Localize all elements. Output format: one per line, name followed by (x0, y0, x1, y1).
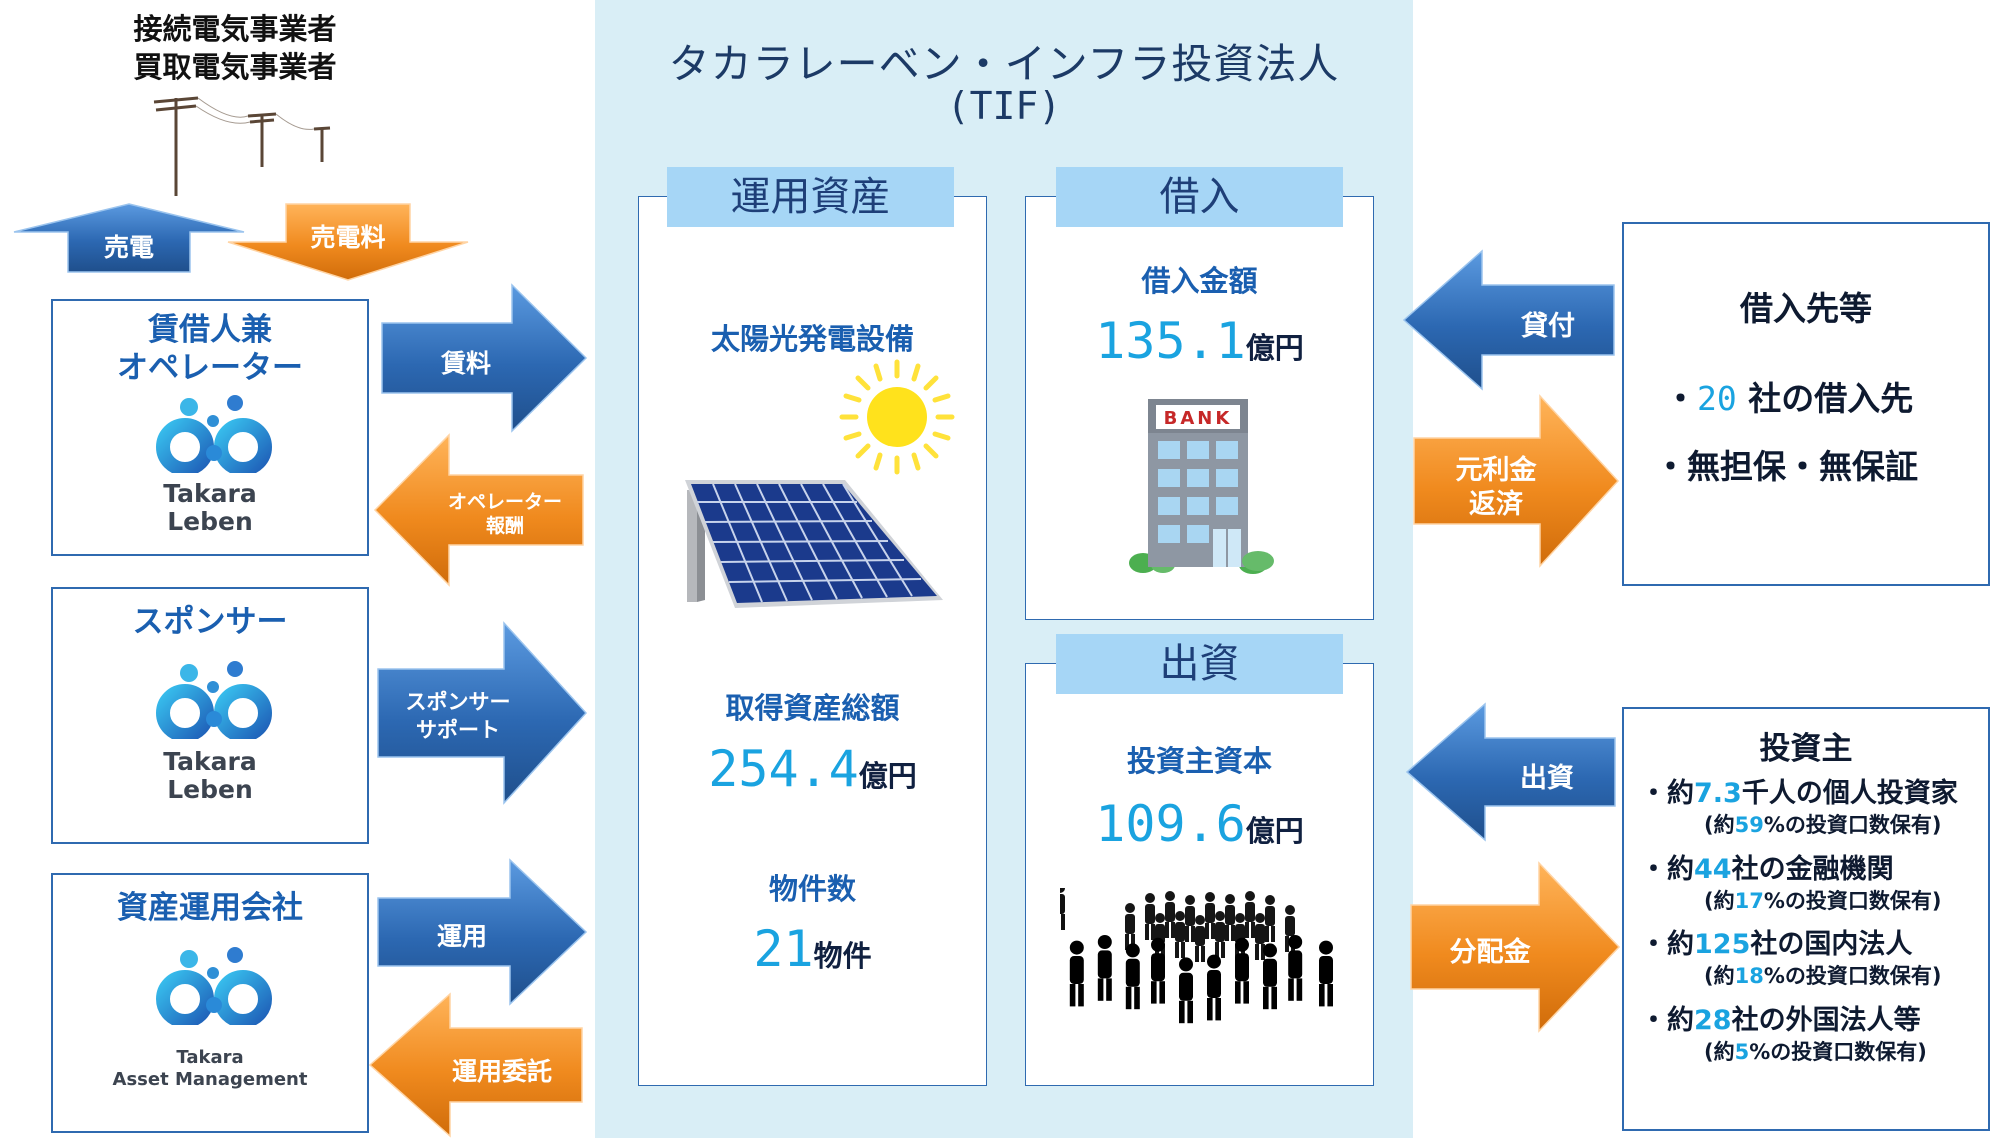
loan-label: 貸付 (1521, 311, 1575, 342)
lenders-line2: ・無担保・無保証 (1654, 447, 1918, 486)
utility-line2: 買取電気事業者 (133, 50, 337, 84)
investors-box: 投資主 ・約7.3千人の個人投資家 (約59%の投資口数保有) ・約44社の金融機関… (1622, 707, 1990, 1131)
sponsor-box: スポンサー Takara Leben (51, 587, 369, 844)
lenders-box: 借入先等 ・20 社の借入先 ・無担保・無保証 (1622, 222, 1990, 586)
bank-building-icon: BANK (1129, 399, 1274, 574)
investor-row: ・約44社の金融機関 (1640, 854, 1894, 885)
sponsor-title: スポンサー (132, 604, 288, 640)
repay-arrow (1413, 394, 1620, 568)
investor-row-share: (約5%の投資口数保有) (1704, 1040, 1927, 1064)
operator-fee-label-1: オペレーター (447, 491, 562, 513)
am-logo-line1: Takara (176, 1047, 244, 1068)
repay-label-1: 元利金 (1455, 455, 1537, 486)
takara-logo-icon (156, 947, 272, 1025)
sponsor-support-label-1: スポンサー (405, 690, 511, 714)
utility-line1: 接続電気事業者 (133, 12, 337, 46)
asset-manager-box: 資産運用会社 Takara Asset Management (51, 873, 369, 1133)
borrowing-amount-value: 135.1億円 (1095, 312, 1304, 370)
investor-row: ・約7.3千人の個人投資家 (1640, 778, 1958, 809)
lenders-line1: ・20 社の借入先 (1664, 379, 1914, 418)
investors-title: 投資主 (1759, 731, 1853, 767)
operator-fee-arrow (373, 433, 584, 587)
investor-row-share: (約59%の投資口数保有) (1704, 813, 1942, 837)
management-arrow (377, 858, 588, 1006)
bank-sign: BANK (1164, 408, 1233, 429)
solar-panel-icon (685, 480, 943, 608)
sell-fee-arrow (227, 203, 469, 281)
rent-arrow (381, 283, 588, 433)
sponsor-support-arrow (377, 621, 588, 805)
mandate-arrow (368, 992, 583, 1138)
tif-subtitle: (TIF) (946, 84, 1062, 128)
operator-box: 賃借人兼 オペレーター Takara Leben (51, 299, 369, 556)
utility-pole-icon (153, 96, 331, 196)
investment-label: 出資 (1520, 763, 1574, 794)
investor-row: ・約125社の国内法人 (1640, 929, 1913, 960)
total-assets-value: 254.4億円 (708, 740, 917, 798)
sun-icon (839, 359, 955, 475)
repay-label-2: 返済 (1469, 489, 1523, 520)
sell-power-arrow (13, 203, 245, 273)
investor-row-share: (約18%の投資口数保有) (1704, 964, 1942, 988)
operator-logo-line1: Takara (163, 479, 257, 508)
equity-value: 109.6億円 (1095, 795, 1304, 853)
solar-label: 太陽光発電設備 (710, 322, 914, 356)
operator-logo-line2: Leben (167, 507, 253, 536)
equity-box (1025, 663, 1374, 1086)
am-logo-line2: Asset Management (112, 1069, 308, 1090)
mandate-label: 運用委託 (451, 1057, 552, 1086)
tif-title: タカラレーベン・インフラ投資法人 (668, 40, 1340, 88)
takara-logo-icon (156, 661, 272, 739)
takara-logo-icon (156, 395, 272, 473)
management-label: 運用 (436, 922, 487, 951)
sponsor-support-label-2: サポート (416, 718, 500, 742)
crowd-icon (1060, 888, 1333, 1024)
assets-box (638, 196, 987, 1086)
borrowing-header: 借入 (1056, 167, 1343, 227)
sell-power-label: 売電 (103, 233, 154, 262)
property-count-value: 21物件 (753, 920, 872, 978)
distribution-label: 分配金 (1449, 937, 1531, 968)
total-assets-label: 取得資産総額 (725, 691, 900, 725)
sponsor-logo-line1: Takara (163, 747, 257, 776)
lenders-title: 借入先等 (1740, 289, 1872, 328)
equity-header: 出資 (1056, 634, 1343, 694)
property-count-label: 物件数 (768, 872, 856, 906)
operator-title-line1: 賃借人兼 (148, 312, 272, 348)
investor-row-share: (約17%の投資口数保有) (1704, 889, 1942, 913)
sell-fee-label: 売電料 (310, 223, 386, 252)
operator-title-line2: オペレーター (117, 350, 303, 386)
loan-arrow (1402, 249, 1615, 391)
asset-manager-title: 資産運用会社 (117, 890, 303, 926)
borrowing-amount-label: 借入金額 (1141, 264, 1258, 298)
investment-arrow (1405, 702, 1616, 842)
equity-label: 投資主資本 (1126, 744, 1272, 778)
assets-header: 運用資産 (667, 167, 954, 227)
rent-label: 賃料 (440, 349, 491, 378)
sponsor-logo-line2: Leben (167, 775, 253, 804)
investor-row: ・約28社の外国法人等 (1640, 1005, 1921, 1036)
distribution-arrow (1410, 861, 1621, 1033)
operator-fee-label-2: 報酬 (485, 515, 524, 537)
